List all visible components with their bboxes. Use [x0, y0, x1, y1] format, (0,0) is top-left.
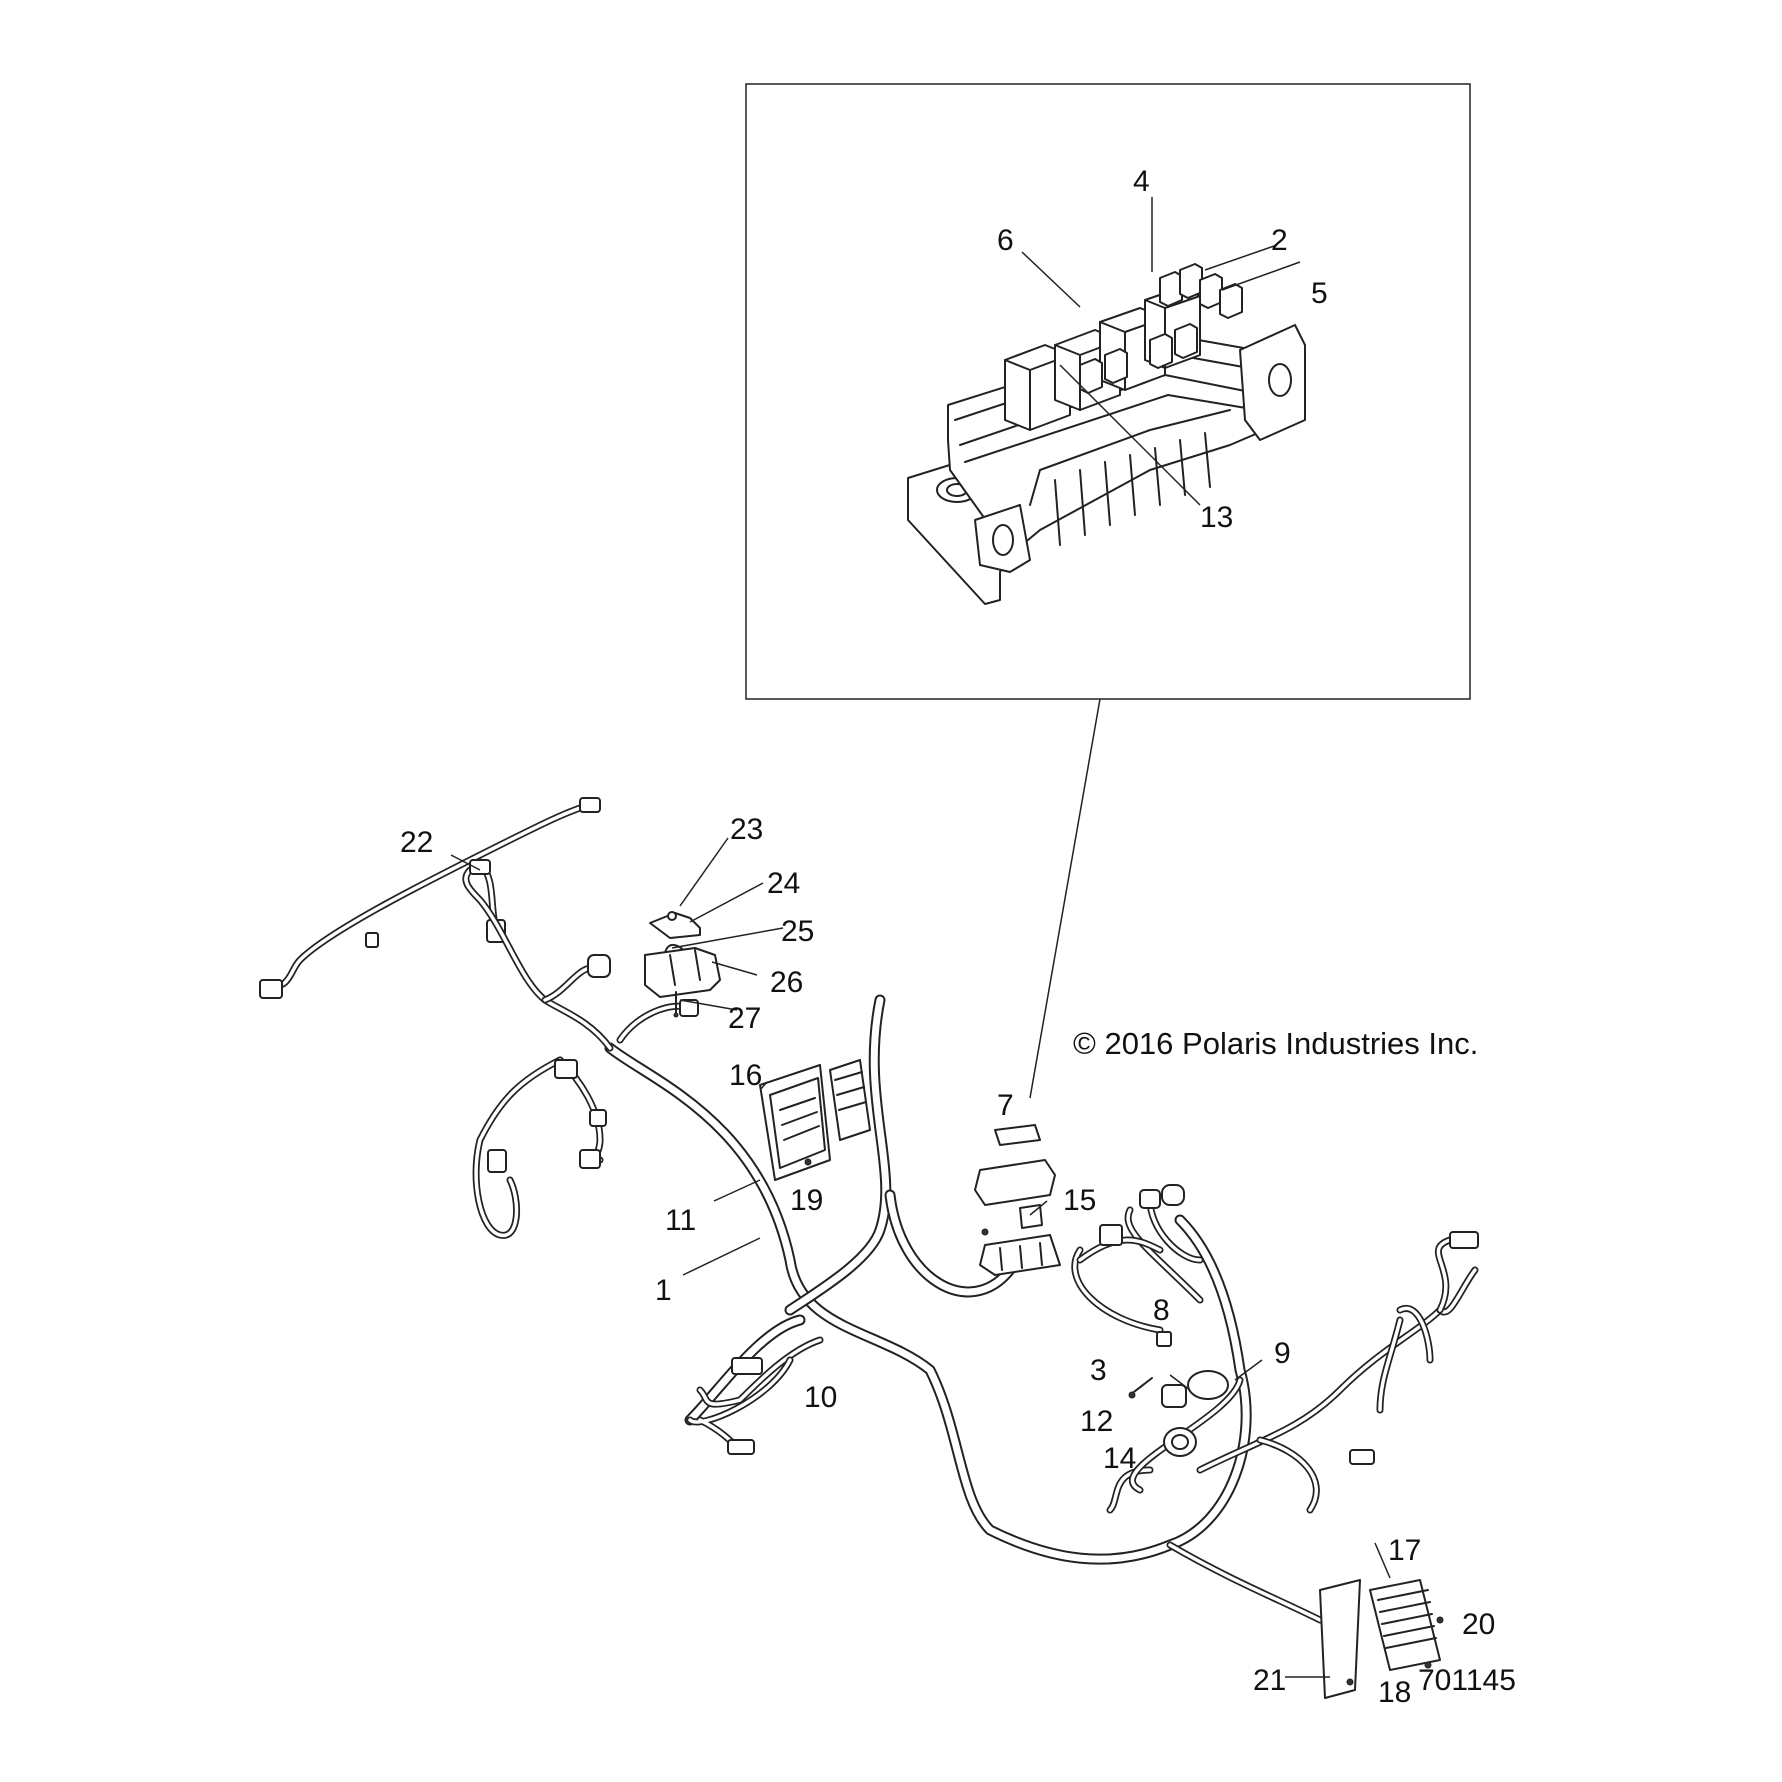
copyright-text: © 2016 Polaris Industries Inc.	[1073, 1026, 1478, 1061]
regulator-assembly	[1319, 1579, 1444, 1699]
diagram-id: 701145	[1418, 1664, 1516, 1697]
callout-27: 27	[728, 1002, 761, 1035]
callout-9: 9	[1274, 1337, 1291, 1370]
callout-5: 5	[1311, 277, 1328, 310]
callout-23: 23	[730, 813, 763, 846]
callout-4: 4	[1133, 165, 1150, 198]
callout-3: 3	[1090, 1354, 1107, 1387]
callout-14: 14	[1103, 1442, 1136, 1475]
callout-12: 12	[1080, 1405, 1113, 1438]
fuse-box-assembly	[974, 1124, 1061, 1276]
callout-18: 18	[1378, 1676, 1411, 1709]
callout-17: 17	[1388, 1534, 1421, 1567]
callout-6: 6	[997, 224, 1014, 257]
callout-7: 7	[997, 1089, 1014, 1122]
callout-numbers: 1 2 3 4 5 6 7 8 9 10 11 12 13 14 15 16 1…	[400, 165, 1495, 1709]
fuse-relay-box-illustration	[907, 197, 1306, 605]
callout-8: 8	[1153, 1294, 1170, 1327]
leader-lines	[450, 837, 1391, 1678]
branch-10	[686, 1336, 824, 1455]
item-23-27-assembly	[644, 911, 721, 1018]
callout-22: 22	[400, 826, 433, 859]
callout-11: 11	[665, 1204, 696, 1237]
inset-frame	[745, 83, 1471, 1099]
callout-24: 24	[767, 867, 800, 900]
callout-21: 21	[1253, 1664, 1286, 1697]
callout-2: 2	[1271, 224, 1288, 257]
callout-19: 19	[790, 1184, 823, 1217]
right-harness	[1076, 1184, 1229, 1457]
callout-25: 25	[781, 915, 814, 948]
ecu-module	[759, 1059, 871, 1181]
sub-harness-left	[462, 859, 699, 1239]
callout-13: 13	[1200, 501, 1233, 534]
main-wire-harness	[604, 994, 1479, 1624]
callout-26: 26	[770, 966, 803, 999]
callout-1: 1	[655, 1274, 672, 1307]
callout-10: 10	[804, 1381, 837, 1414]
callout-16: 16	[729, 1059, 762, 1092]
callout-15: 15	[1063, 1184, 1096, 1217]
callout-20: 20	[1462, 1608, 1495, 1641]
